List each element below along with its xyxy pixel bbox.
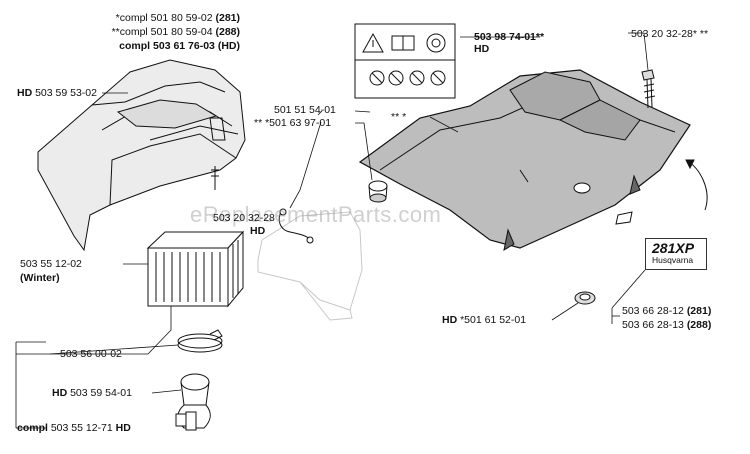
label-hd-501-61-52-01: HD *501 61 52-01 [442,314,527,326]
plug [574,291,596,305]
label-hd-503-59-54-01: HD 503 59 54-01 [52,387,132,399]
warning-decal [354,23,456,99]
model-badge: 281XP Husqvarna [645,238,707,270]
label-503-55-12-02: 503 55 12-02 [20,258,82,270]
label-501-51-54-01: 501 51 54-01 [274,104,336,116]
label-stars: ** * [391,111,407,123]
label-503-98-74-01-hd: HD [474,43,490,55]
grommet [368,180,388,203]
label-compl-288: **compl 501 80 59-04 (288) [111,26,240,38]
label-compl-281: *compl 501 80 59-02 (281) [115,12,240,24]
badge-model: 281XP [652,240,695,256]
label-503-66-28-13: 503 66 28-13 (288) [622,319,712,331]
label-503-98-74-01: 503 98 74-01** [474,31,545,43]
leader-lines [15,32,649,429]
label-503-20-32-28-mid-hd: HD [250,225,266,237]
label-503-66-28-12: 503 66 28-12 (281) [622,305,712,317]
air-filter-cover [37,59,246,252]
housing-outline [257,211,363,311]
cylinder-cover [358,69,691,252]
watermark: eReplacementParts.com [190,202,442,227]
intake-adapter [175,373,211,431]
label-winter: (Winter) [20,272,60,284]
air-filter [146,230,245,308]
label-503-20-32-28-top: 503 20 32-28* ** [631,28,709,40]
label-503-56-00-02: 503 56 00-02 [60,348,122,360]
screw [641,69,656,109]
wire-clip [278,208,314,244]
label-hd-503-59-53-02: HD 503 59 53-02 [17,87,97,99]
badge-brand: Husqvarna [652,255,694,265]
hose-clamp [177,329,223,353]
label-501-63-97-01: ** *501 63 97-01 [254,117,332,129]
label-compl-503-55-12-71: compl 503 55 12-71 HD [17,422,131,434]
label-compl-hd: compl 503 61 76-03 (HD) [119,40,240,52]
label-503-20-32-28-mid: 503 20 32-28 [213,212,275,224]
assembly-arrow [685,159,708,211]
